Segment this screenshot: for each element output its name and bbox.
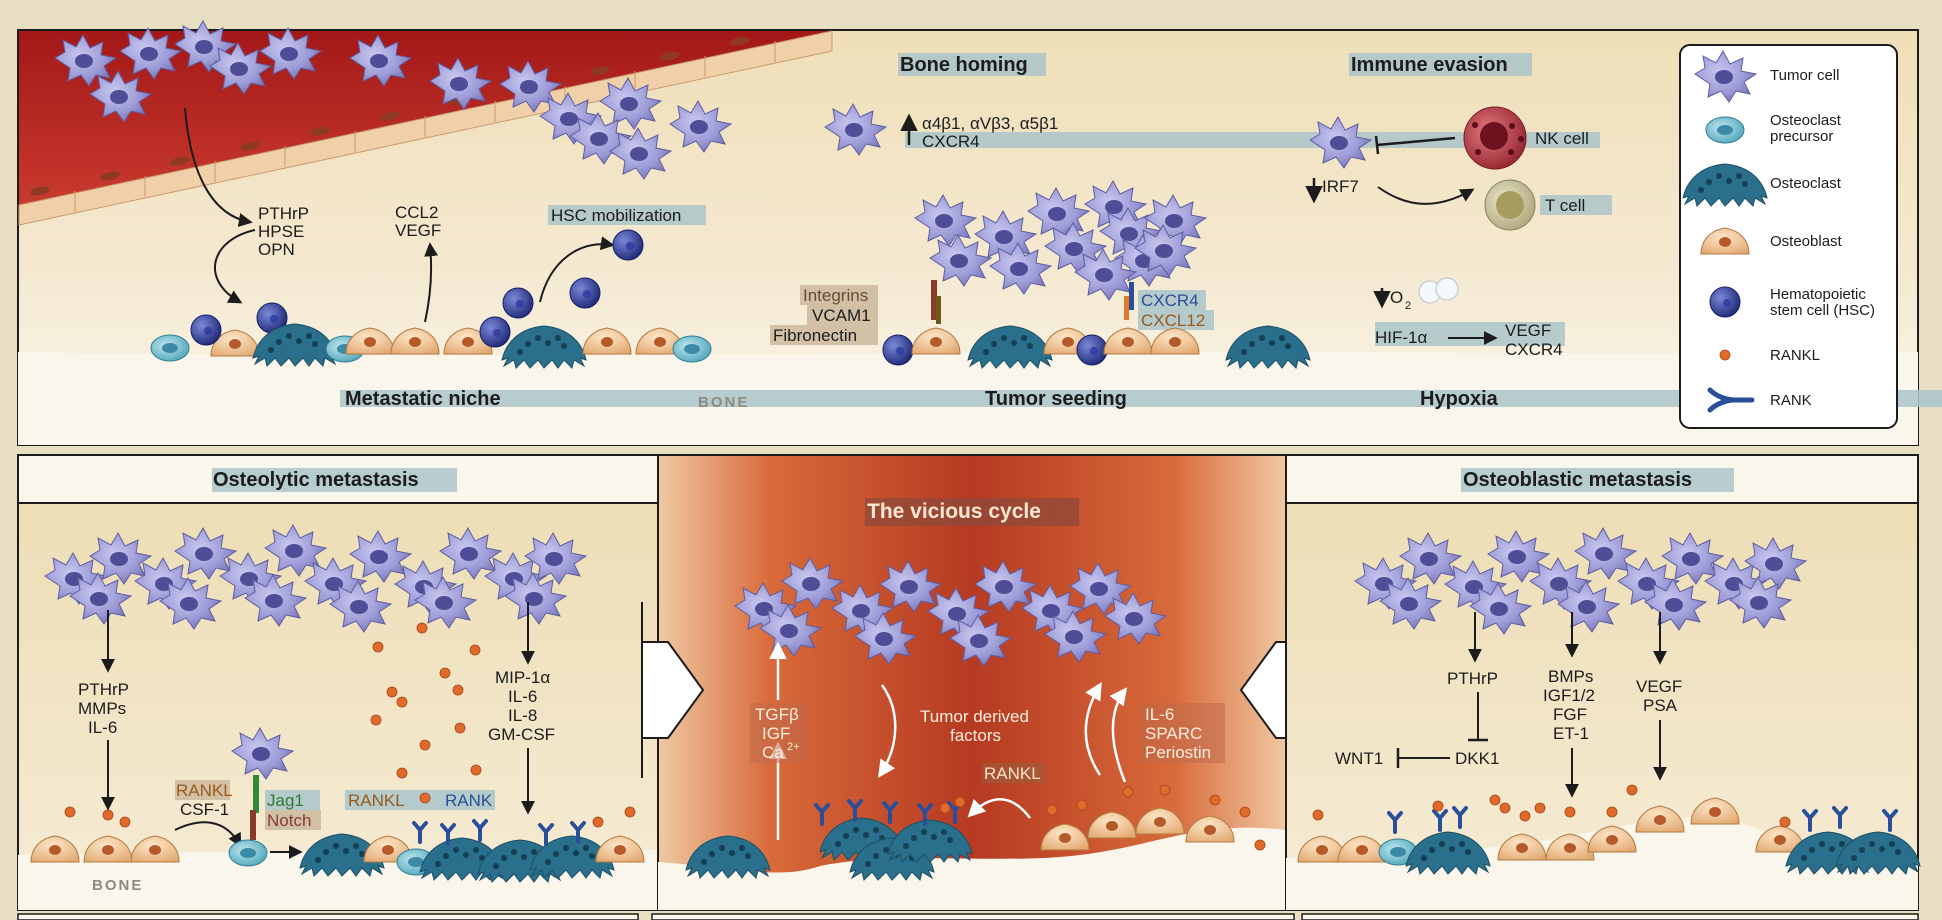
irf7-label: IRF7 (1322, 177, 1359, 196)
osteolytic-rankl-2: RANKL (348, 791, 405, 810)
vicious-ca-sup: 2+ (787, 741, 800, 753)
top-bone-label: BONE (698, 394, 749, 411)
integrins-line: α4β1, αVβ3, α5β1 (922, 114, 1058, 133)
vicious-panel: The vicious cycle TGFβ IGF Ca 2+ Tumor d… (657, 454, 1287, 911)
t-cell (1484, 179, 1536, 231)
legend-hsc-label2: stem cell (HSC) (1770, 302, 1875, 319)
vicious-center-2: factors (950, 726, 1001, 745)
hypoxia-label: Hypoxia (1420, 388, 1499, 410)
legend-rank-icon (1707, 387, 1755, 413)
osteolytic-rfactor-0: MIP-1α (495, 668, 550, 687)
vicious-factor-2: Ca (762, 743, 784, 762)
pthrp-label: PTHrP (258, 204, 309, 223)
osteoblastic-vegf-0: VEGF (1636, 677, 1682, 696)
cxcl12-label: CXCL12 (1141, 311, 1205, 330)
vicious-title: The vicious cycle (867, 500, 1041, 523)
niche-factors: PTHrP HPSE OPN CCL2 VEGF HSC mobilizatio… (258, 203, 706, 259)
legend-osteoblast-label: Osteoblast (1770, 233, 1843, 250)
osteoblastic-bmps-3: ET-1 (1553, 724, 1589, 743)
osteoblastic-pthrp: PTHrP (1447, 669, 1498, 688)
legend-precursor-label2: precursor (1770, 128, 1833, 145)
metastatic-niche-label: Metastatic niche (345, 388, 501, 410)
bottom-band (340, 390, 1942, 407)
legend-rankl-label: RANKL (1770, 347, 1820, 364)
osteolytic-rfactor-1: IL-6 (508, 687, 537, 706)
left-big-arrow (641, 602, 705, 778)
legend-hsc-label: Hematopoietic (1770, 286, 1866, 303)
osteolytic-rankl: RANKL (176, 781, 233, 800)
osteolytic-rfactor-3: GM-CSF (488, 725, 555, 744)
hypoxia-vegf: VEGF (1505, 321, 1551, 340)
vcam1-label: VCAM1 (812, 306, 871, 325)
osteolytic-csf1: CSF-1 (180, 800, 229, 819)
ccl2-label: CCL2 (395, 203, 438, 222)
o2-label: O (1390, 288, 1403, 307)
osteoblastic-bmps-1: IGF1/2 (1543, 686, 1595, 705)
integrin-stalk (931, 280, 937, 320)
tumor-seeding-label: Tumor seeding (985, 388, 1127, 410)
homing-band (905, 132, 1600, 148)
notch-label: Notch (267, 811, 311, 830)
osteoblastic-panel: Osteoblastic metastasis PTHrP DKK1 WNT1 … (1285, 454, 1921, 911)
vicious-rfactor-0: IL-6 (1145, 705, 1174, 724)
opn-label: OPN (258, 240, 295, 259)
vicious-rfactor-1: SPARC (1145, 724, 1202, 743)
t-cell-label: T cell (1545, 196, 1585, 215)
jag1-label: Jag1 (267, 791, 304, 810)
hpse-label: HPSE (258, 222, 304, 241)
hif-label: HIF-1α (1375, 328, 1428, 347)
legend-precursor-icon (1705, 116, 1745, 144)
inhibit-line (1376, 136, 1456, 147)
osteolytic-bone-label: BONE (92, 877, 143, 894)
osteolytic-factor-2: IL-6 (88, 718, 117, 737)
bone-homing-title: Bone homing (900, 54, 1028, 76)
osteolytic-rfactor-2: IL-8 (508, 706, 537, 725)
legend-precursor-label: Osteoclast (1770, 112, 1842, 129)
vicious-rfactor-2: Periostin (1145, 743, 1211, 762)
vicious-factor-0: TGFβ (755, 705, 799, 724)
vicious-center-1: Tumor derived (920, 707, 1029, 726)
legend-rankl-icon (1719, 349, 1731, 361)
immune-evasion-title: Immune evasion (1351, 54, 1508, 76)
hsc-mobilization-label: HSC mobilization (551, 206, 681, 225)
osteoblastic-wnt1: WNT1 (1335, 749, 1383, 768)
homing-cxcr4: CXCR4 (922, 132, 980, 151)
osteolytic-factor-0: PTHrP (78, 680, 129, 699)
osteoblastic-title: Osteoblastic metastasis (1463, 469, 1692, 491)
osteoblastic-bmps-0: BMPs (1548, 667, 1593, 686)
osteoblastic-vegf-1: PSA (1643, 696, 1678, 715)
osteolytic-factor-1: MMPs (78, 699, 126, 718)
cxcr4-stalk (1129, 282, 1134, 310)
irf7-arrow (1377, 186, 1475, 205)
legend-rank-label: RANK (1770, 392, 1812, 409)
fibronectin-label: Fibronectin (773, 326, 857, 345)
osteolytic-title: Osteolytic metastasis (213, 469, 419, 491)
osteoblastic-bmps-2: FGF (1553, 705, 1587, 724)
vegf-label: VEGF (395, 221, 441, 240)
legend: Tumor cell Osteoclast precursor Osteocla… (1679, 44, 1898, 429)
osteolytic-cells (30, 806, 645, 883)
legend-osteoclast-label: Osteoclast (1770, 175, 1842, 192)
hypoxia-labels: O 2 HIF-1α VEGF CXCR4 (1373, 277, 1565, 359)
nk-cell-label: NK cell (1535, 129, 1589, 148)
hypoxia-cxcr4: CXCR4 (1505, 340, 1563, 359)
integrins-label: Integrins (803, 286, 868, 305)
seeding-cxcr4-label: CXCR4 (1141, 291, 1199, 310)
niche-arrows (184, 107, 615, 323)
nk-cell (1463, 106, 1527, 170)
vicious-rankl: RANKL (984, 764, 1041, 783)
top-panel: PTHrP HPSE OPN CCL2 VEGF HSC mobilizatio… (17, 20, 1942, 446)
o2-subscript: 2 (1405, 300, 1411, 312)
osteolytic-rank: RANK (445, 791, 493, 810)
legend-tumor-label: Tumor cell (1770, 67, 1839, 84)
osteoblastic-dkk1: DKK1 (1455, 749, 1499, 768)
legend-hsc-icon (1709, 286, 1741, 318)
osteolytic-panel: Osteolytic metastasis PTHrP MMPs IL-6 MI… (17, 454, 659, 911)
vicious-factor-1: IGF (762, 724, 790, 743)
